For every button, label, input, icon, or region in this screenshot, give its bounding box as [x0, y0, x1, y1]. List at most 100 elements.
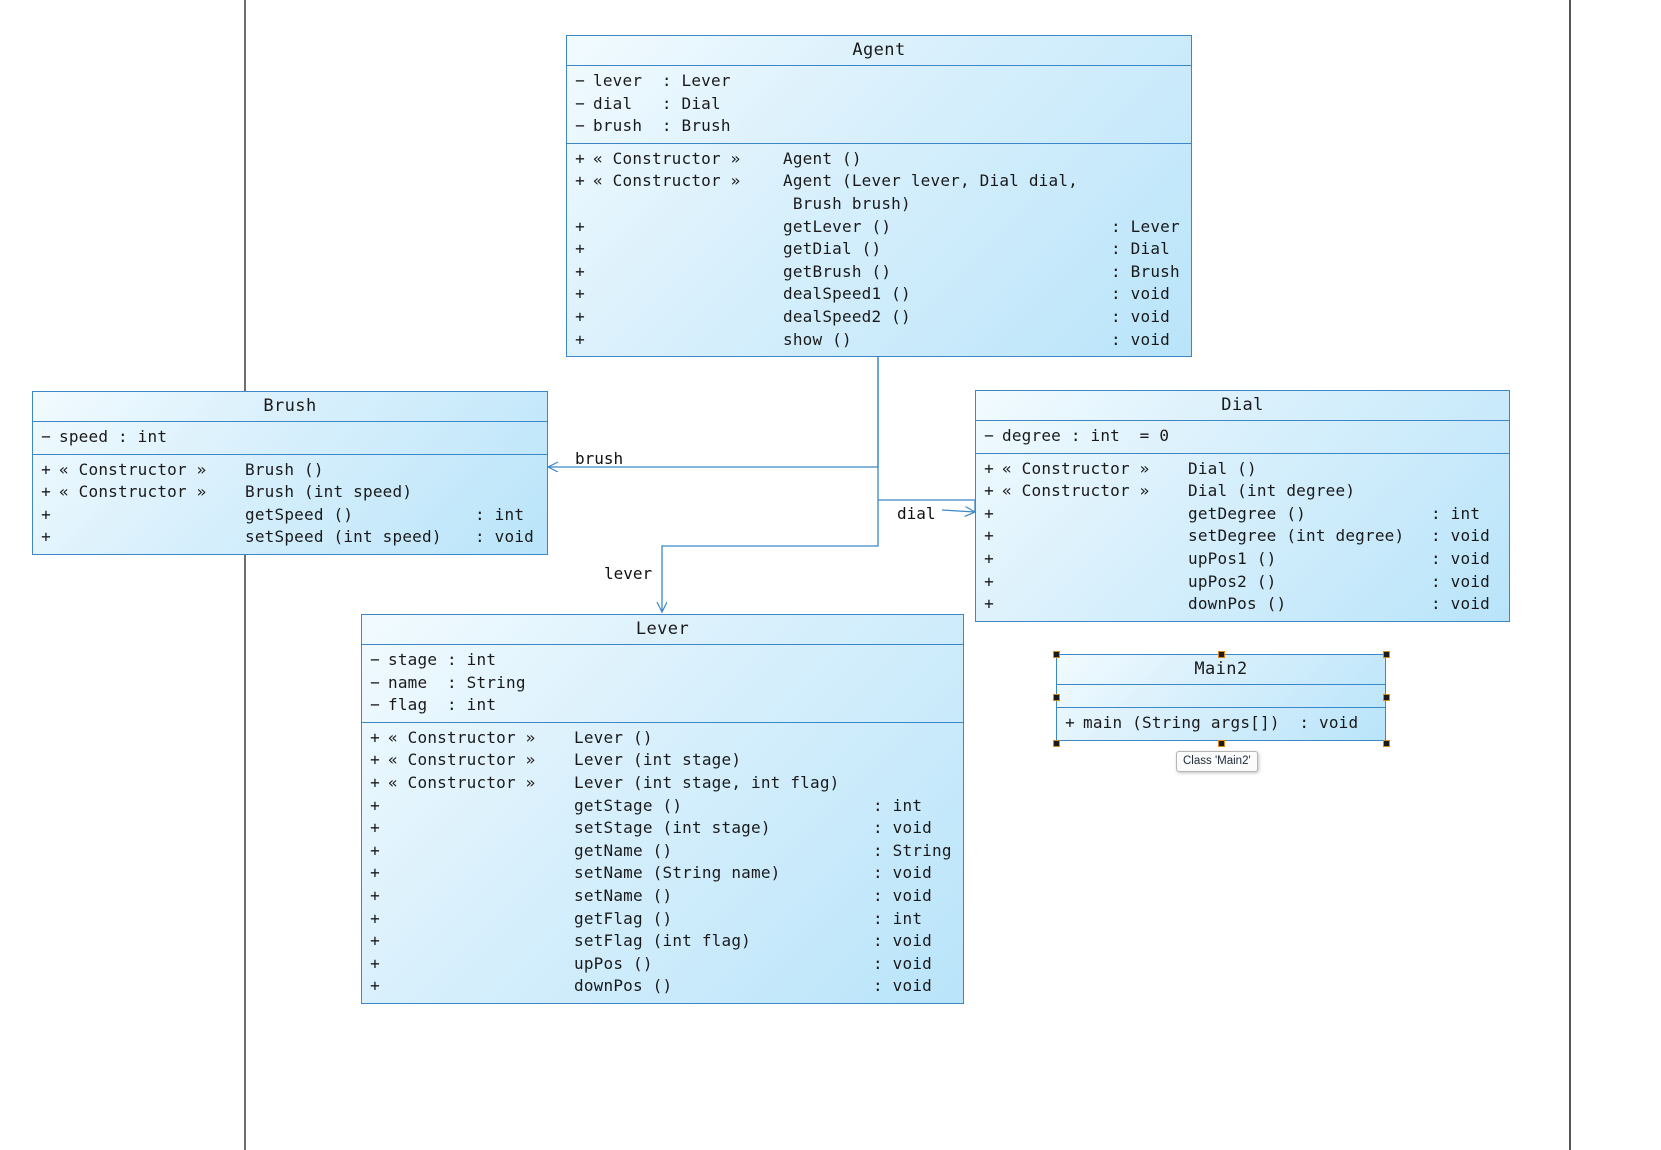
attribute-row: − dial : Dial [567, 93, 1191, 116]
edge-label-lever: lever [604, 564, 653, 583]
operation-signature: setFlag (int flag) [574, 931, 751, 951]
class-operations-lever: + « Constructor » Lever () + « Construct… [362, 723, 963, 1003]
visibility-marker: + [370, 795, 380, 815]
operation-row: + setName () : void [362, 885, 963, 908]
visibility-marker: + [984, 481, 994, 501]
visibility-marker: + [575, 216, 585, 236]
stereotype [388, 908, 574, 931]
class-box-brush[interactable]: Brush − speed : int + « Constructor » Br… [32, 391, 548, 555]
stereotype [1002, 593, 1188, 616]
visibility-marker: − [370, 650, 380, 669]
return-type: : int [873, 795, 923, 815]
selection-handle-top-right[interactable] [1383, 651, 1390, 658]
return-type: : int [873, 908, 923, 928]
class-title-lever: Lever [362, 615, 963, 645]
operation-signature: Agent () [783, 148, 862, 168]
visibility-marker: + [1065, 713, 1075, 732]
tooltip-class-main2: Class 'Main2' [1176, 751, 1258, 772]
return-type: : void [475, 527, 534, 547]
visibility-marker: − [984, 426, 994, 445]
visibility-marker: + [370, 750, 380, 770]
operation-row: + dealSpeed1 () : void [567, 283, 1191, 306]
stereotype [593, 193, 783, 216]
class-box-dial[interactable]: Dial − degree : int = 0 + « Constructor … [975, 390, 1510, 622]
visibility-marker: + [575, 306, 585, 326]
stereotype: « Constructor » [593, 148, 741, 168]
stereotype: « Constructor » [59, 482, 207, 502]
selection-handle-bottom-left[interactable] [1053, 740, 1060, 747]
operation-signature: downPos () [1188, 594, 1287, 614]
operation-row: + « Constructor » Dial () [976, 458, 1509, 481]
operation-signature: Brush brush) [783, 193, 911, 213]
visibility-marker: + [370, 863, 380, 883]
selection-handle-top-left[interactable] [1053, 651, 1060, 658]
selection-handle-bottom-right[interactable] [1383, 740, 1390, 747]
operation-signature: Dial (int degree) [1188, 481, 1356, 501]
operation-signature: Brush () [245, 459, 324, 479]
class-box-main2[interactable]: Main2 + main (String args[]) : void [1056, 654, 1386, 741]
operation-signature: downPos () [574, 976, 673, 996]
operation-row: + downPos () : void [362, 975, 963, 998]
return-type: : void [873, 863, 932, 883]
attribute-text: name : String [388, 672, 526, 692]
selection-handle-middle-right[interactable] [1383, 694, 1390, 701]
operation-row: + « Constructor » Lever () [362, 727, 963, 750]
operation-row: + setSpeed (int speed) : void [33, 526, 547, 549]
attribute-row: − stage : int [362, 649, 963, 672]
visibility-marker: + [41, 482, 51, 502]
operation-row: + « Constructor » Brush (int speed) [33, 481, 547, 504]
edge-label-brush: brush [575, 449, 624, 468]
visibility-marker: + [370, 840, 380, 860]
operation-signature: setName (String name) [574, 863, 781, 883]
operation-signature: upPos2 () [1188, 571, 1277, 591]
selection-handle-top-center[interactable] [1218, 651, 1225, 658]
attribute-row: − name : String [362, 672, 963, 695]
operation-row: + getDial () : Dial [567, 238, 1191, 261]
operation-row: + getLever () : Lever [567, 216, 1191, 239]
operation-signature: getLever () [783, 216, 892, 236]
class-attributes-brush: − speed : int [33, 422, 547, 455]
operation-row: + upPos () : void [362, 953, 963, 976]
visibility-marker: + [575, 329, 585, 349]
stereotype [593, 216, 783, 239]
return-type: : int [475, 504, 525, 524]
attribute-text: brush : Brush [593, 116, 731, 136]
class-box-lever[interactable]: Lever − stage : int − name : String − fl… [361, 614, 964, 1004]
class-box-agent[interactable]: Agent − lever : Lever − dial : Dial − br… [566, 35, 1192, 358]
operation-row: + upPos2 () : void [976, 571, 1509, 594]
stereotype [593, 238, 783, 261]
operation-row: + « Constructor » Brush () [33, 459, 547, 482]
visibility-marker: + [41, 527, 51, 547]
attribute-row: − brush : Brush [567, 115, 1191, 138]
operation-row: + dealSpeed2 () : void [567, 306, 1191, 329]
operation-signature: getName () [574, 840, 673, 860]
operation-signature: upPos1 () [1188, 548, 1277, 568]
return-type: : void [1431, 594, 1490, 614]
operation-row: + « Constructor » Lever (int stage) [362, 749, 963, 772]
operation-row: + show () : void [567, 329, 1191, 352]
class-operations-brush: + « Constructor » Brush () + « Construct… [33, 455, 547, 554]
stereotype [1002, 525, 1188, 548]
operation-row: + setFlag (int flag) : void [362, 930, 963, 953]
operation-signature: show () [783, 329, 852, 349]
operation-row: + « Constructor » Dial (int degree) [976, 480, 1509, 503]
return-type: : void [873, 885, 932, 905]
visibility-marker: + [370, 931, 380, 951]
operation-row: + « Constructor » Agent (Lever lever, Di… [567, 170, 1191, 193]
attribute-row: − speed : int [33, 426, 547, 449]
class-attributes-dial: − degree : int = 0 [976, 421, 1509, 454]
attribute-text: lever : Lever [593, 71, 731, 90]
return-type: : void [1111, 284, 1170, 304]
stereotype [593, 261, 783, 284]
selection-handle-bottom-center[interactable] [1218, 740, 1225, 747]
class-title-dial: Dial [976, 391, 1509, 421]
stereotype [388, 795, 574, 818]
visibility-marker: + [575, 171, 585, 191]
selection-handle-middle-left[interactable] [1053, 694, 1060, 701]
stereotype [593, 306, 783, 329]
class-operations-main2: + main (String args[]) : void [1057, 708, 1385, 740]
visibility-marker: + [575, 148, 585, 168]
stereotype [1002, 571, 1188, 594]
operation-row: + getDegree () : int [976, 503, 1509, 526]
return-type: : int [1431, 503, 1481, 523]
